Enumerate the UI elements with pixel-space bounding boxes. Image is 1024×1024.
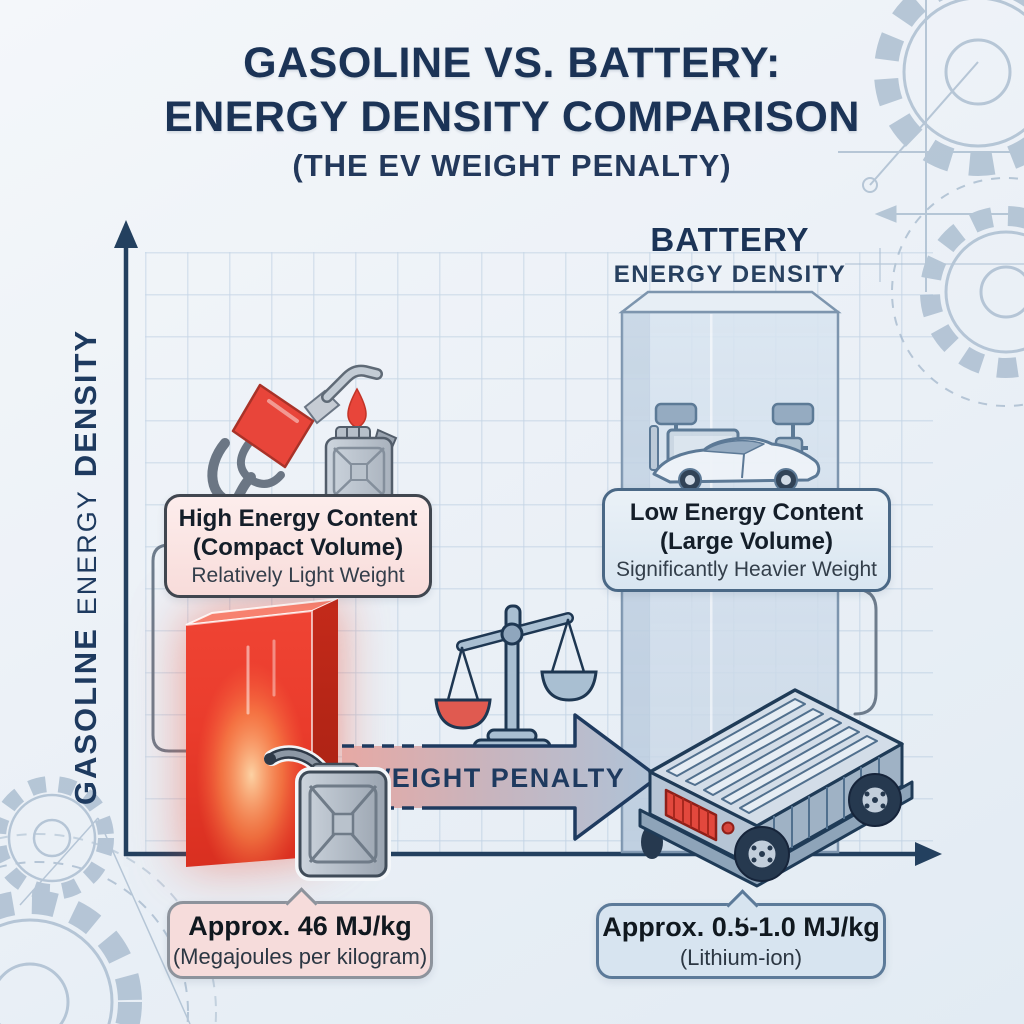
- gasoline-callout-line3: Relatively Light Weight: [191, 563, 405, 587]
- gasoline-callout: High Energy Content (Compact Volume) Rel…: [164, 494, 432, 598]
- title-line-2: ENERGY DENSITY COMPARISON: [164, 93, 860, 141]
- drafting-lines: [838, 0, 1024, 292]
- page-title: GASOLINE VS. BATTERY: ENERGY DENSITY COM…: [0, 36, 1024, 188]
- jerry-can-icon: [264, 745, 391, 881]
- gasoline-bracket: [151, 543, 188, 753]
- jerry-can-icon: [324, 426, 398, 508]
- battery-header-title: BATTERY: [650, 221, 810, 258]
- weight-penalty-label: WEIGHT PENALTY: [365, 763, 626, 793]
- gasoline-callout-line1: High Energy Content: [178, 504, 418, 532]
- battery-callout-line2: (Large Volume): [660, 527, 833, 555]
- gasoline-value-line2: (Megajoules per kilogram): [172, 944, 428, 969]
- title-subtitle: (THE EV WEIGHT PENALTY): [292, 148, 732, 183]
- y-axis-arrow-icon: [114, 220, 138, 248]
- battery-callout-line1: Low Energy Content: [629, 498, 864, 526]
- y-axis-word-energy: ENERGY: [72, 489, 102, 616]
- y-axis-word-gasoline: GASOLINE: [68, 627, 103, 806]
- gear-icon: [891, 177, 1024, 407]
- battery-value-box: Approx. 0.5-1.0 MJ/kg (Lithium-ion): [596, 889, 886, 979]
- battery-callout: Low Energy Content (Large Volume) Signif…: [602, 488, 891, 592]
- wheel-icon: [848, 773, 902, 827]
- x-axis-arrow-icon: [915, 842, 942, 866]
- gear-icon: [0, 890, 142, 1024]
- battery-pack-icon: [638, 688, 914, 888]
- y-axis-word-density: DENSITY: [68, 328, 103, 478]
- gear-icon: [874, 0, 1024, 176]
- title-line-1: GASOLINE VS. BATTERY:: [243, 39, 781, 87]
- battery-header-subtitle: ENERGY DENSITY: [613, 261, 847, 288]
- wheel-icon: [734, 826, 790, 882]
- gasoline-callout-line2: (Compact Volume): [192, 533, 404, 561]
- battery-value-line2: (Lithium-ion): [679, 945, 803, 970]
- car-chassis-icon: [649, 402, 821, 492]
- gear-icon: [0, 776, 114, 900]
- battery-column-header: BATTERY ENERGY DENSITY: [610, 220, 850, 290]
- y-axis-label: GASOLINE ENERGY DENSITY: [68, 329, 103, 805]
- arrowhead-left-icon: [874, 205, 897, 223]
- gasoline-value-box: Approx. 46 MJ/kg (Megajoules per kilogra…: [167, 887, 433, 979]
- dashed-arcs: [0, 817, 217, 1024]
- battery-callout-line3: Significantly Heavier Weight: [615, 557, 878, 581]
